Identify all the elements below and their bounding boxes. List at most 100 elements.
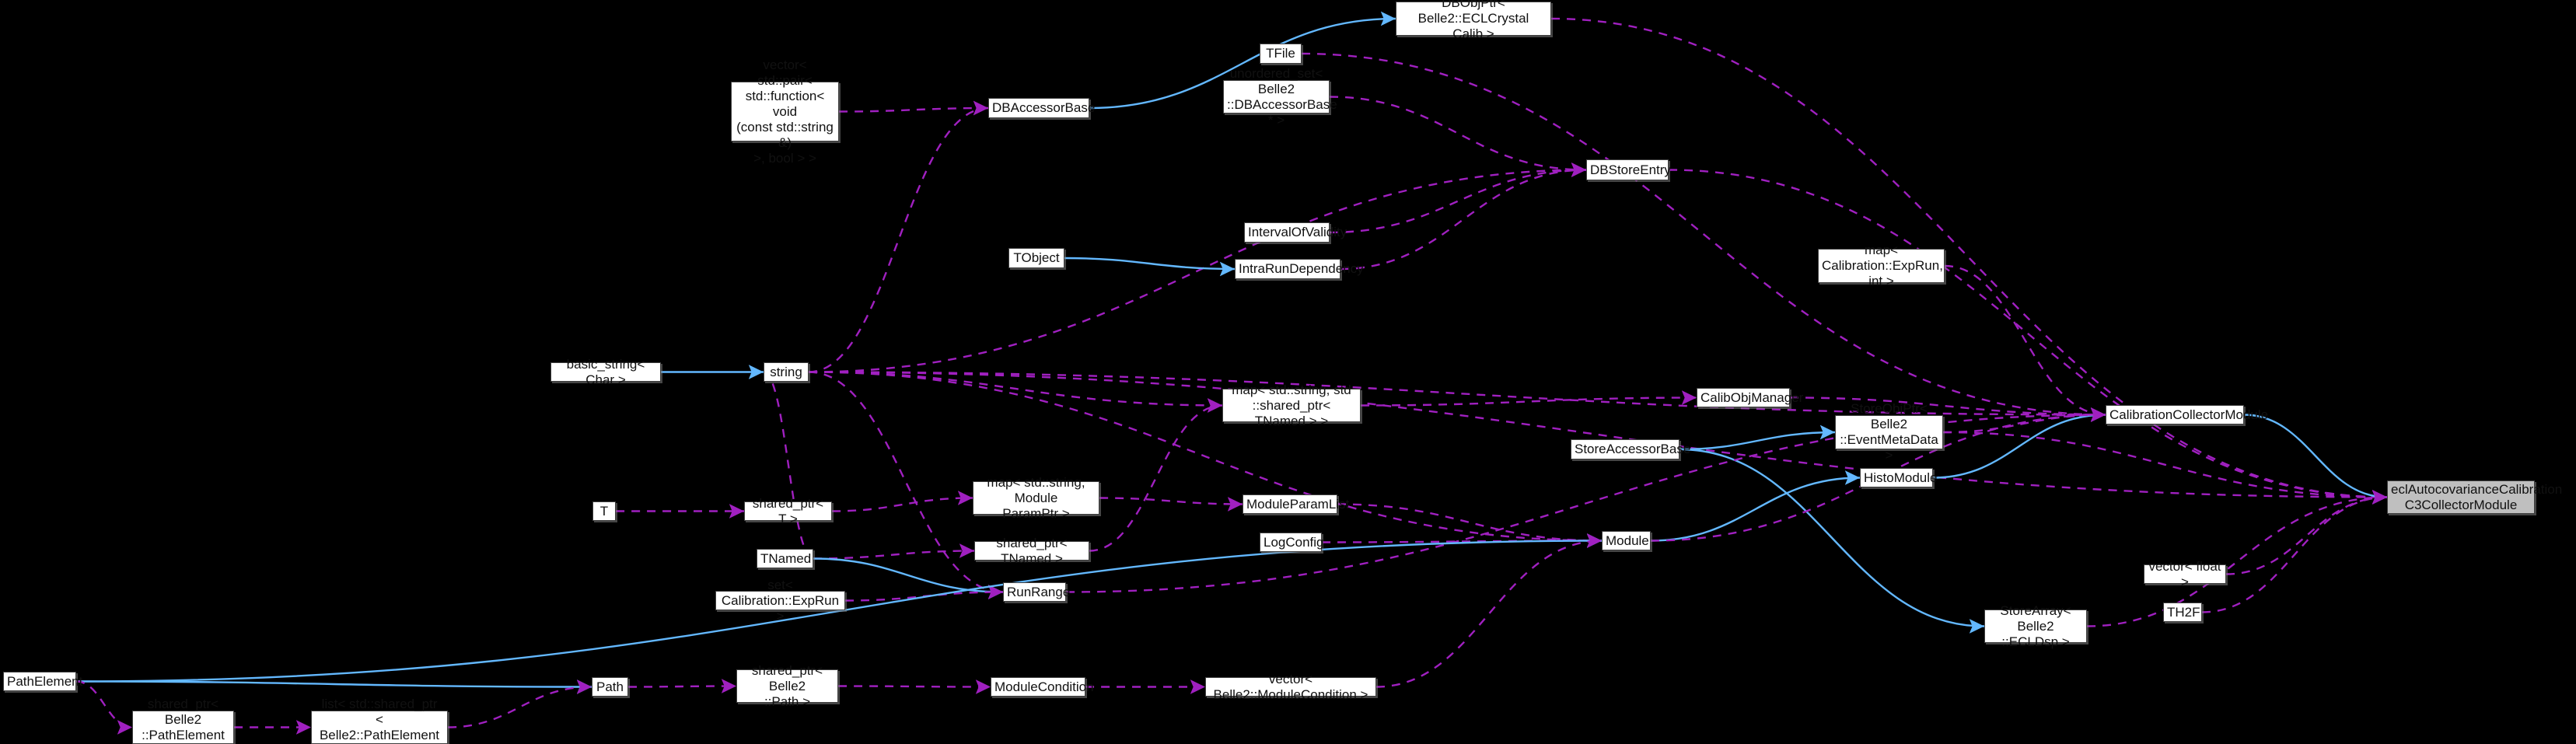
graph-node-intervalofvalidity[interactable]: IntervalOfValidity <box>1244 222 1347 243</box>
graph-node-map_calibration_exprun_int[interactable]: map< Calibration::ExpRun, int > <box>1818 243 1945 288</box>
edge-vector_float-to-eclautocovariance <box>2225 490 2388 575</box>
graph-node-tnamed[interactable]: TNamed <box>757 549 813 568</box>
graph-node-label: LogConfig <box>1264 534 1324 550</box>
graph-node-storeaccessorbase[interactable]: StoreAccessorBase <box>1571 439 1691 459</box>
graph-node-label: vector< Belle2::ModuleCondition > <box>1213 671 1368 702</box>
graph-node-shared_ptr_t[interactable]: shared_ptr< T > <box>744 496 832 526</box>
graph-node-vector_pair_function[interactable]: vector< std::pair< std::function< void (… <box>731 58 839 166</box>
graph-node-label: DBObjPtr< Belle2::ECLCrystal Calib > <box>1417 0 1529 41</box>
graph-node-map_string_shared_ptr_tnamed[interactable]: map< std::string, std ::shared_ptr< TNam… <box>1222 382 1361 428</box>
graph-node-modulecondition[interactable]: ModuleCondition <box>991 677 1094 697</box>
graph-node-basic_string_char[interactable]: basic_string< Char > <box>551 357 661 387</box>
graph-node-label: eclAutocovarianceCalibration C3Collector… <box>2391 481 2563 512</box>
graph-node-label: IntervalOfValidity <box>1248 225 1347 239</box>
graph-node-vector_modulecondition[interactable]: vector< Belle2::ModuleCondition > <box>1205 672 1376 702</box>
graph-node-label: IntraRunDependency <box>1239 261 1364 276</box>
edge-tobject-to-intrarundependency <box>1064 257 1236 277</box>
graph-node-label: TFile <box>1266 46 1295 61</box>
graph-node-shared_ptr_path[interactable]: shared_ptr< Belle2 ::Path > <box>736 663 838 709</box>
graph-node-moduleparamlist[interactable]: ModuleParamList <box>1243 494 1350 514</box>
edge-histomodule-to-calibrationcollectormodule <box>1932 407 2106 479</box>
graph-node-module[interactable]: Module <box>1602 531 1651 550</box>
graph-node-vector_float[interactable]: vector< float > <box>2144 559 2226 589</box>
graph-node-label: shared_ptr< T > <box>752 495 824 526</box>
graph-node-calibobjmanager[interactable]: CalibObjManager <box>1697 388 1803 407</box>
graph-node-label: map< std::string, Module ParamPtr > <box>987 474 1085 521</box>
graph-node-label: TH2F <box>2167 604 2200 620</box>
graph-node-eclautocovariance[interactable]: eclAutocovarianceCalibration C3Collector… <box>2387 480 2563 514</box>
graph-node-label: PathElement <box>7 673 83 689</box>
graph-node-label: shared_ptr< Belle2 ::Path > <box>751 662 823 709</box>
edge-string-to-map_string_shared_ptr_tnamed <box>808 371 1223 413</box>
graph-node-th2f[interactable]: TH2F <box>2163 603 2202 622</box>
graph-node-label: T <box>599 503 609 519</box>
edge-storeaccessorbase-to-storeobjptr_eventmetadata <box>1679 424 1836 451</box>
graph-node-shared_ptr_tnamed[interactable]: shared_ptr< TNamed > <box>974 536 1089 566</box>
graph-node-label: map< std::string, std ::shared_ptr< TNam… <box>1232 382 1351 428</box>
graph-node-label: Module <box>1606 533 1649 548</box>
graph-node-label: TObject <box>1013 250 1060 265</box>
edge-map_calibration_exprun_int-to-calibrationcollectormodule <box>1944 264 2106 422</box>
graph-node-t_type[interactable]: T <box>592 501 616 521</box>
graph-node-label: ModuleCondition <box>994 679 1094 694</box>
graph-node-label: Path <box>596 679 624 694</box>
graph-node-runrange[interactable]: RunRange <box>1003 582 1071 602</box>
graph-node-dbobjptr_eclcrystalcalib[interactable]: DBObjPtr< Belle2::ECLCrystal Calib > <box>1396 0 1551 41</box>
graph-node-storeobjptr_eventmetadata[interactable]: StoreObjPtr< Belle2 ::EventMetaData > <box>1835 401 1943 463</box>
graph-node-storearray_ecldsp[interactable]: StoreArray< Belle2 ::ECLDsp > <box>1984 603 2087 649</box>
edge-tnamed-to-runrange <box>813 557 1004 599</box>
graph-node-map_string_moduleparamptr[interactable]: map< std::string, Module ParamPtr > <box>973 475 1099 521</box>
edge-unordered_set_dbaccessorbase-to-dbstoreentry <box>1329 96 1587 177</box>
graph-node-shared_ptr_pathelement[interactable]: shared_ptr< Belle2 ::PathElement > <box>132 697 234 744</box>
edge-vector_pair_function-to-dbaccessorbase <box>838 100 989 116</box>
graph-node-intrarundependency[interactable]: IntraRunDependency <box>1235 259 1364 279</box>
edge-pathelement-to-shared_ptr_pathelement <box>75 680 133 735</box>
graph-node-dbaccessorbase[interactable]: DBAccessorBase <box>988 98 1095 118</box>
graph-node-label: shared_ptr< Belle2 ::PathElement > <box>142 696 225 744</box>
edge-storearray_ecldsp-to-eclautocovariance <box>2086 490 2388 627</box>
graph-node-calibrationcollectormodule[interactable]: CalibrationCollectorModule <box>2106 405 2269 424</box>
edge-calibobjmanager-to-calibrationcollectormodule <box>1789 396 2106 422</box>
edge-module-to-histomodule <box>1650 470 1861 542</box>
edge-shared_ptr_t-to-map_string_moduleparamptr <box>831 491 973 512</box>
graph-node-label: CalibrationCollectorModule <box>2109 407 2269 422</box>
graph-node-pathelement[interactable]: PathElement <box>3 672 83 691</box>
edge-string-to-tnamed <box>763 371 814 566</box>
edge-moduleparamlist-to-module <box>1337 503 1603 548</box>
graph-node-label: StoreArray< Belle2 ::ECLDsp > <box>2000 603 2071 649</box>
edge-string-to-module <box>808 371 1603 548</box>
graph-node-tobject[interactable]: TObject <box>1008 248 1064 268</box>
graph-node-logconfig[interactable]: LogConfig <box>1260 533 1324 552</box>
edge-set_calibration_exprun-to-runrange <box>844 585 1004 602</box>
graph-node-label: StoreAccessorBase <box>1575 442 1691 456</box>
edge-logconfig-to-module <box>1321 533 1603 548</box>
graph-node-label: DBStoreEntry <box>1590 162 1671 177</box>
graph-node-list_shared_ptr_pathelement[interactable]: list< std::shared_ptr < Belle2::PathElem… <box>311 697 448 744</box>
graph-node-label: ModuleParamList <box>1246 496 1350 512</box>
edge-shared_ptr_tnamed-to-map_string_shared_ptr_tnamed <box>1089 398 1223 552</box>
graph-node-unordered_set_dbaccessorbase[interactable]: unordered_set< Belle2 ::DBAccessorBase *… <box>1223 66 1337 127</box>
edge-storeobjptr_eventmetadata-to-calibrationcollectormodule <box>1942 407 2106 434</box>
graph-node-label: string <box>770 364 802 379</box>
edge-dbobjptr_eclcrystalcalib-to-eclautocovariance <box>1550 17 2388 505</box>
edge-tfile-to-calibrationcollectormodule <box>1301 52 2106 422</box>
graph-node-label: basic_string< Char > <box>566 356 645 387</box>
graph-node-label: RunRange <box>1007 584 1071 599</box>
edge-storeobjptr_eventmetadata-to-eclautocovariance <box>1942 431 2388 505</box>
edge-list_shared_ptr_pathelement-to-path <box>447 679 592 728</box>
graph-node-path[interactable]: Path <box>592 677 628 697</box>
graph-node-string[interactable]: string <box>764 362 809 382</box>
graph-node-label: map< Calibration::ExpRun, int > <box>1822 243 1943 288</box>
graph-node-dbstoreentry[interactable]: DBStoreEntry <box>1586 159 1671 180</box>
edge-calibrationcollectormodule-to-eclautocovariance <box>2243 414 2388 505</box>
graph-node-tfile[interactable]: TFile <box>1260 44 1302 64</box>
graph-node-histomodule[interactable]: HistoModule <box>1860 468 1938 487</box>
edge-map_string_moduleparamptr-to-moduleparamlist <box>1099 497 1243 512</box>
graph-node-label: vector< float > <box>2148 558 2221 589</box>
edge-path-to-shared_ptr_path <box>627 679 737 693</box>
edge-pathelement-to-path <box>75 679 592 694</box>
graph-node-label: set< Calibration::ExpRun > <box>721 577 840 623</box>
graph-node-set_calibration_exprun[interactable]: set< Calibration::ExpRun > <box>715 578 845 623</box>
graph-node-label: TNamed <box>760 550 812 566</box>
